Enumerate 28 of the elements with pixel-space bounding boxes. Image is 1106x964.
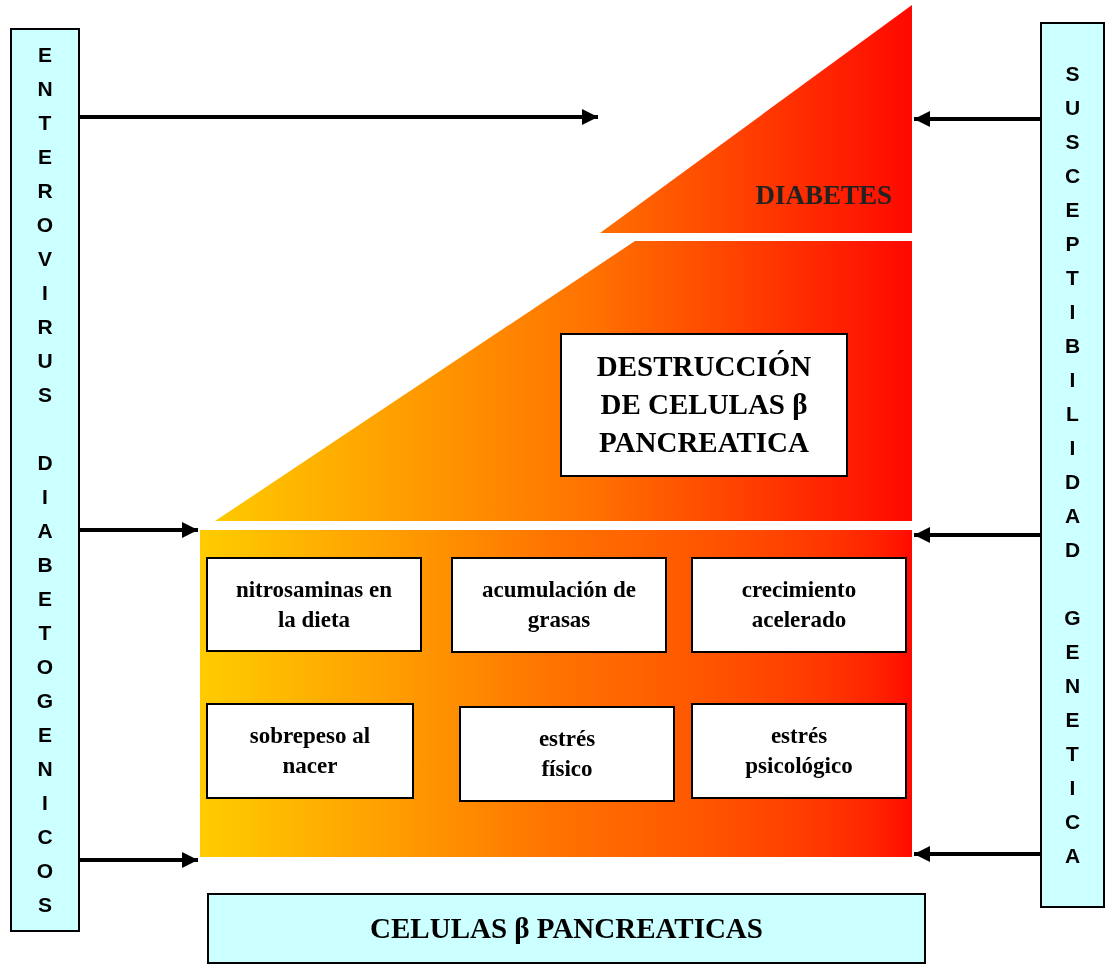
arrow bbox=[914, 527, 1040, 543]
arrow bbox=[914, 111, 1040, 127]
factor-box bbox=[691, 557, 907, 653]
arrow bbox=[80, 522, 198, 538]
side-label-column bbox=[1040, 22, 1105, 908]
factor-box bbox=[459, 706, 675, 802]
box-label: estrés psicológico bbox=[744, 722, 854, 780]
side-label-column bbox=[10, 28, 80, 932]
factor-box bbox=[206, 703, 414, 799]
vertical-text: SUSCEPTIBILIDAD GENETICA bbox=[1063, 60, 1082, 870]
base-box bbox=[207, 893, 926, 964]
arrow bbox=[80, 109, 598, 125]
factor-box bbox=[691, 703, 907, 799]
vertical-text: ENTEROVIRUS DIABETOGENICOS bbox=[35, 41, 55, 919]
base-label: CELULAS β PANCREATICAS bbox=[370, 910, 763, 946]
factor-box bbox=[206, 557, 422, 652]
band-title: DIABETES bbox=[755, 180, 892, 210]
box-label: estrés físico bbox=[537, 725, 597, 783]
box-label: sobrepeso al nacer bbox=[248, 722, 372, 780]
arrow bbox=[80, 852, 198, 868]
box-label: crecimiento acelerado bbox=[740, 576, 858, 634]
factor-box bbox=[451, 557, 667, 653]
box-label: DESTRUCCIÓN DE CELULAS β PANCREATICA bbox=[595, 349, 813, 460]
arrow bbox=[914, 846, 1040, 862]
factor-box bbox=[560, 333, 848, 477]
gradient-band bbox=[200, 530, 912, 857]
box-label: acumulación de grasas bbox=[481, 576, 637, 634]
box-label: nitrosaminas en la dieta bbox=[234, 576, 394, 634]
